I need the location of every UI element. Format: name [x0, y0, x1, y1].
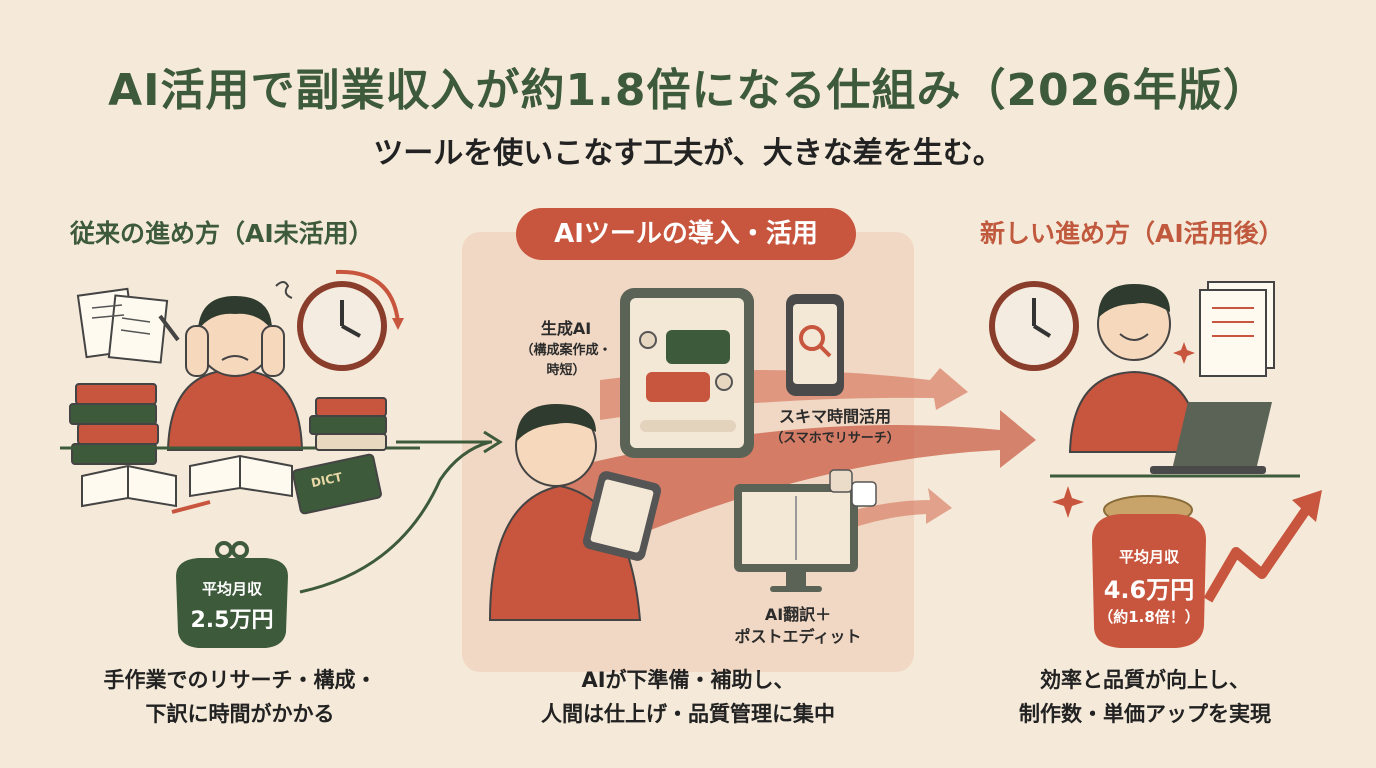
left-income-value: 2.5万円 — [190, 608, 274, 633]
right-income-label: 平均月収 — [1118, 548, 1179, 566]
book-stack-right-icon — [309, 397, 387, 451]
page-title: AI活用で副業収入が約1.8倍になる仕組み（2026年版） — [108, 65, 1268, 116]
left-description-line2: 下訳に時間がかかる — [145, 701, 335, 726]
worried-person-icon — [166, 281, 304, 451]
spare-time-label: スキマ時間活用 — [778, 407, 891, 426]
dictionary-label: DICT — [310, 470, 344, 490]
left-heading: 従来の進め方（AI未活用） — [70, 219, 374, 248]
open-book-icon — [81, 454, 293, 514]
coin-purse-right-icon — [1092, 495, 1206, 648]
center-description-line1: AIが下準備・補助し、 — [581, 668, 795, 692]
translate-label-2: ポストエディット — [734, 627, 862, 646]
paper-notes-icon — [76, 287, 180, 364]
left-description-line1: 手作業でのリサーチ・構成・ — [103, 668, 377, 692]
clock-left-icon — [297, 269, 404, 371]
gen-ai-sub1: （構成案作成・ — [520, 343, 612, 358]
smartphone-search-icon — [786, 294, 844, 396]
right-description-line1: 効率と品質が向上し、 — [1040, 668, 1250, 692]
person-with-tablet-icon — [488, 404, 662, 621]
happy-person-laptop-icon — [1068, 284, 1272, 474]
dictionary-book-icon — [292, 453, 382, 515]
center-description-line2: 人間は仕上げ・品質管理に集中 — [541, 701, 835, 726]
right-description: 効率と品質が向上し、 制作数・単価アップを実現 — [960, 664, 1330, 731]
book-stack-left-icon — [69, 383, 159, 465]
tablet-chat-icon — [620, 288, 754, 458]
gen-ai-sub2: 時短） — [546, 363, 586, 378]
left-description: 手作業でのリサーチ・構成・ 下訳に時間がかかる — [50, 664, 430, 731]
center-heading: AIツールの導入・活用 — [516, 208, 856, 260]
sparkle-icon — [1052, 342, 1195, 518]
translation-monitor-icon — [734, 469, 877, 592]
gen-ai-label: 生成AI — [540, 319, 592, 338]
left-income-label: 平均月収 — [201, 580, 262, 598]
right-income-value: 4.6万円 — [1103, 576, 1195, 604]
right-heading: 新しい進め方（AI活用後） — [980, 219, 1284, 248]
clock-right-icon — [989, 281, 1079, 371]
page-subtitle: ツールを使いこなす工夫が、大きな差を生む。 — [373, 136, 1003, 171]
spare-time-sub: （スマホでリサーチ） — [770, 431, 900, 446]
center-description: AIが下準備・補助し、 人間は仕上げ・品質管理に集中 — [478, 664, 898, 731]
right-description-line2: 制作数・単価アップを実現 — [1019, 701, 1271, 726]
translate-label-1: AI翻訳＋ — [764, 605, 832, 624]
coin-purse-left-icon — [176, 541, 288, 648]
right-income-note: （約1.8倍！） — [1098, 608, 1200, 626]
document-stack-icon — [1199, 281, 1275, 377]
